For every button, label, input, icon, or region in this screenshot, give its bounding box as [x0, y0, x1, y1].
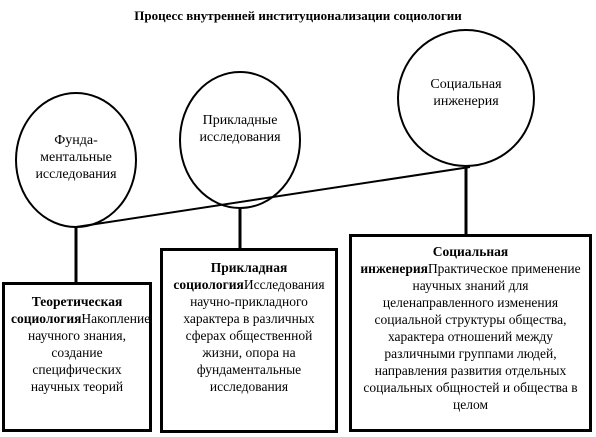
diagram-title: Процесс внутренней институционализации с… [134, 8, 462, 23]
box-social-heading: Социальная инженерия [360, 244, 509, 276]
box-social-text: Практическое применение научных знаний д… [363, 261, 581, 412]
box-applied-heading: Прикладная социология [173, 260, 288, 292]
circle-label-applied: Прикладные исследования [199, 113, 281, 145]
circle-label-fundamental: Фунда- ментальные исследования [35, 133, 117, 182]
box-theoretical: Теоретическая социологияНакопление научн… [2, 282, 152, 432]
box-theoretical-heading: Теоретическая социология [11, 294, 123, 326]
box-applied-text: Исследования научно-прикладного характер… [183, 277, 325, 394]
box-theoretical-text: Накопление научного знания, создание спе… [28, 311, 151, 394]
box-social: Социальная инженерияПрактическое примене… [349, 234, 592, 432]
connector-diagonal [75, 166, 471, 228]
circle-label-social: Социальная инженерия [430, 77, 502, 109]
box-applied: Прикладная социологияИсследования научно… [160, 248, 338, 433]
